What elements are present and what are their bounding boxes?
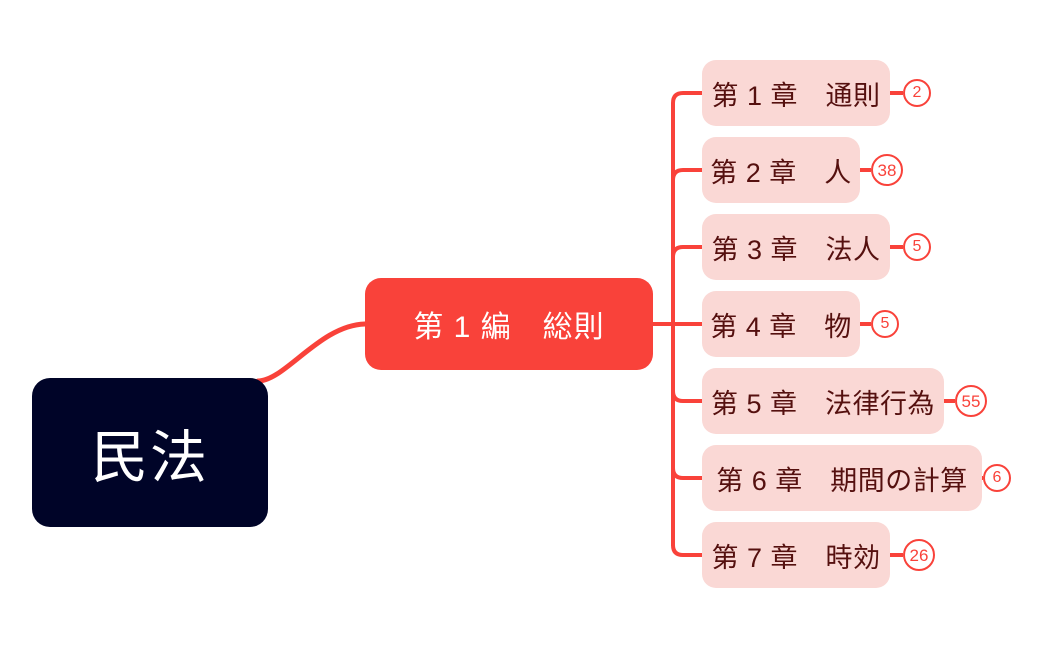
leaf-node-chapter-3[interactable]: 第 3 章 法人 xyxy=(702,214,890,280)
count-badge-chapter-7[interactable]: 26 xyxy=(903,539,935,571)
connector-leaf-2 xyxy=(671,168,702,181)
count-badge-chapter-6[interactable]: 6 xyxy=(983,464,1011,492)
leaf-node-label: 第 6 章 期間の計算 xyxy=(716,465,968,496)
leaf-node-chapter-2[interactable]: 第 2 章 人 xyxy=(702,137,860,203)
leaf-node-chapter-5[interactable]: 第 5 章 法律行為 xyxy=(702,368,944,434)
leaf-node-label: 第 2 章 人 xyxy=(710,157,852,188)
branch-node-label: 第 1 編 総則 xyxy=(413,311,605,344)
leaf-node-chapter-6[interactable]: 第 6 章 期間の計算 xyxy=(702,445,982,511)
count-badge-chapter-5[interactable]: 55 xyxy=(955,385,987,417)
connector-leaf-6 xyxy=(671,467,702,480)
leaf-node-chapter-4[interactable]: 第 4 章 物 xyxy=(702,291,860,357)
connector-leaf-3 xyxy=(671,245,702,258)
connector-leaf-1 xyxy=(671,91,702,104)
leaf-node-label: 第 4 章 物 xyxy=(710,311,852,342)
connector-leaf-5 xyxy=(671,390,702,403)
leaf-node-chapter-7[interactable]: 第 7 章 時効 xyxy=(702,522,890,588)
leaf-node-chapter-1[interactable]: 第 1 章 通則 xyxy=(702,60,890,126)
count-badge-chapter-1[interactable]: 2 xyxy=(903,79,931,107)
connector-root-to-branch xyxy=(255,321,368,384)
count-badge-chapter-3[interactable]: 5 xyxy=(903,233,931,261)
count-badge-chapter-2[interactable]: 38 xyxy=(871,154,903,186)
leaf-node-label: 第 7 章 時効 xyxy=(711,542,881,573)
leaf-node-label: 第 1 章 通則 xyxy=(711,80,881,111)
branch-node-part-1[interactable]: 第 1 編 総則 xyxy=(365,278,653,370)
leaf-node-label: 第 3 章 法人 xyxy=(711,234,881,265)
connector-leaf-7 xyxy=(671,544,702,557)
leaf-node-label: 第 5 章 法律行為 xyxy=(710,388,936,419)
root-node[interactable]: 民法 xyxy=(32,378,268,527)
root-node-label: 民法 xyxy=(91,425,209,490)
count-badge-chapter-4[interactable]: 5 xyxy=(871,310,899,338)
